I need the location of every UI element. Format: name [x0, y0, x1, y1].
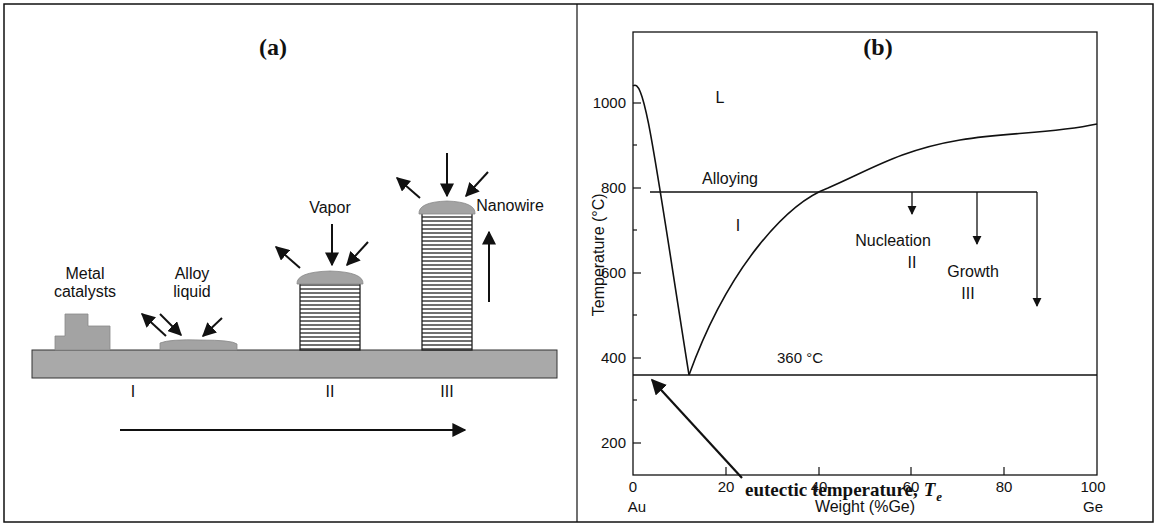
stage-number: II — [326, 383, 335, 401]
part-label: Metal catalysts — [40, 265, 130, 300]
region-label: L — [716, 89, 725, 107]
stage-number: II — [908, 254, 917, 272]
tick-label: 0 — [629, 479, 637, 496]
stage-number: III — [961, 285, 974, 303]
step-label: Nucleation — [855, 232, 931, 250]
tick-label: 400 — [601, 350, 626, 367]
callout-text: eutectic temperature, — [745, 480, 918, 501]
stage-number: I — [131, 383, 135, 401]
step-label: Alloying — [702, 170, 758, 188]
tick-label: 80 — [996, 479, 1013, 496]
temperature-label: 360 °C — [777, 350, 823, 367]
step-label: Growth — [947, 263, 999, 281]
axis-title: Weight (%Ge) — [815, 498, 915, 516]
panel-label: (b) — [863, 34, 892, 60]
stage-number: I — [736, 217, 740, 235]
panel-label: (a) — [259, 34, 287, 60]
symbol: T — [924, 480, 936, 501]
tick-label: 1000 — [593, 95, 626, 112]
axis-end-label: Au — [628, 499, 646, 516]
tick-label: 20 — [718, 479, 735, 496]
axis-title: Temperature (°C) — [589, 194, 607, 317]
axis-end-label: Ge — [1083, 499, 1103, 516]
tick-label: 100 — [1080, 479, 1105, 496]
part-label: Nanowire — [476, 197, 544, 215]
part-label: Vapor — [309, 199, 351, 217]
part-label: Alloy liquid — [157, 265, 227, 300]
tick-label: 200 — [601, 435, 626, 452]
stage-number: III — [440, 383, 453, 401]
symbol-subscript: e — [936, 490, 942, 504]
